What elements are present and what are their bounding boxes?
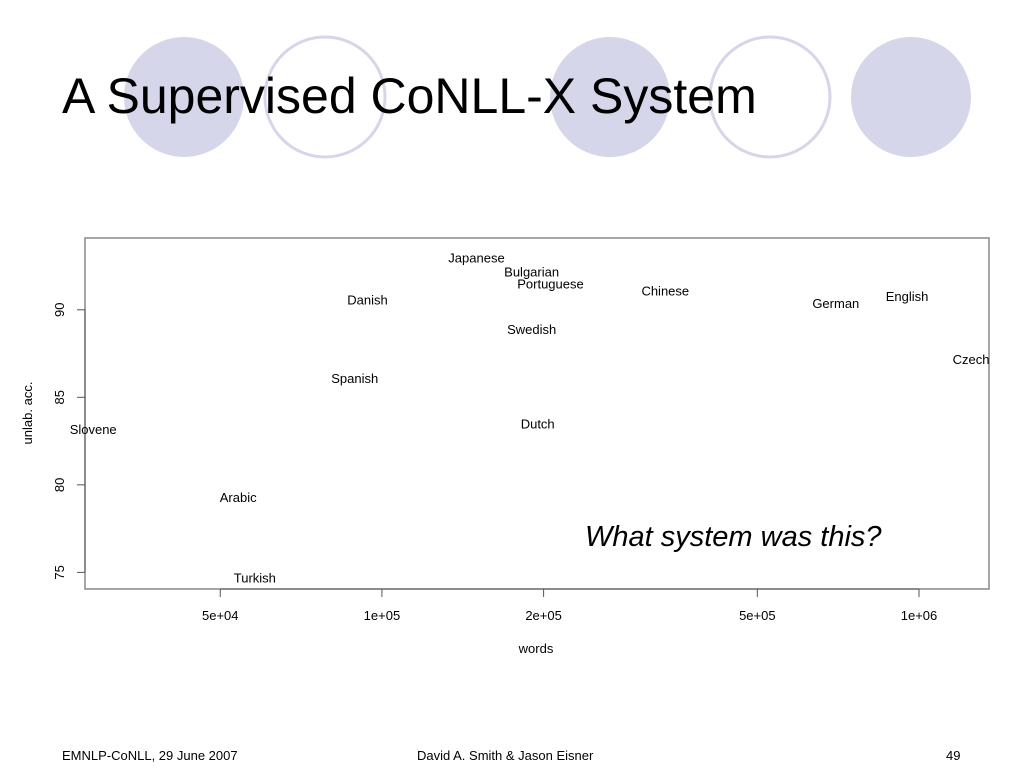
point-label: Japanese (448, 250, 504, 265)
point-label: German (812, 296, 859, 311)
x-tick-label: 1e+05 (364, 608, 401, 623)
decor-circle (708, 35, 832, 159)
point-label: Czech (953, 352, 990, 367)
x-tick-label: 5e+05 (739, 608, 776, 623)
point-label: Bulgarian (504, 264, 559, 279)
annotation-question: What system was this? (585, 521, 882, 553)
point-label: English (886, 289, 929, 304)
point-label: Portuguese (517, 277, 584, 292)
axis-lines (84, 309, 920, 590)
point-label: Spanish (331, 371, 378, 386)
point-label: Danish (347, 292, 387, 307)
x-axis-ticks: 5e+04 1e+05 2e+05 5e+05 1e+06 (202, 589, 937, 623)
y-tick-label: 75 (52, 565, 67, 579)
decorative-circles (124, 35, 971, 159)
y-tick-label: 90 (52, 303, 67, 317)
decor-circle (550, 37, 670, 157)
scatter-chart: 5e+04 1e+05 2e+05 5e+05 1e+06 75 80 85 90 Japan… (20, 237, 990, 656)
x-tick-label: 2e+05 (525, 608, 562, 623)
point-label: Chinese (641, 284, 689, 299)
point-label: Swedish (507, 322, 556, 337)
decor-circle (124, 37, 244, 157)
footer-authors: David A. Smith & Jason Eisner (417, 748, 594, 763)
point-label: Dutch (521, 417, 555, 432)
x-tick-label: 5e+04 (202, 608, 239, 623)
slide-title: A Supervised CoNLL-X System (62, 68, 757, 124)
x-tick-label: 1e+06 (901, 608, 938, 623)
point-label: Arabic (220, 490, 257, 505)
page-number: 49 (946, 748, 961, 763)
y-tick-label: 80 (52, 478, 67, 492)
point-label: Slovene (70, 422, 117, 437)
footer-event: EMNLP-CoNLL, 29 June 2007 (62, 748, 238, 763)
y-axis-label: unlab. acc. (20, 382, 35, 445)
y-axis-ticks: 75 80 85 90 (52, 303, 85, 580)
point-label: Turkish (234, 571, 276, 586)
x-axis-label: words (518, 641, 554, 656)
decor-circle (851, 37, 971, 157)
y-tick-label: 85 (52, 390, 67, 404)
decor-circle (263, 35, 387, 159)
